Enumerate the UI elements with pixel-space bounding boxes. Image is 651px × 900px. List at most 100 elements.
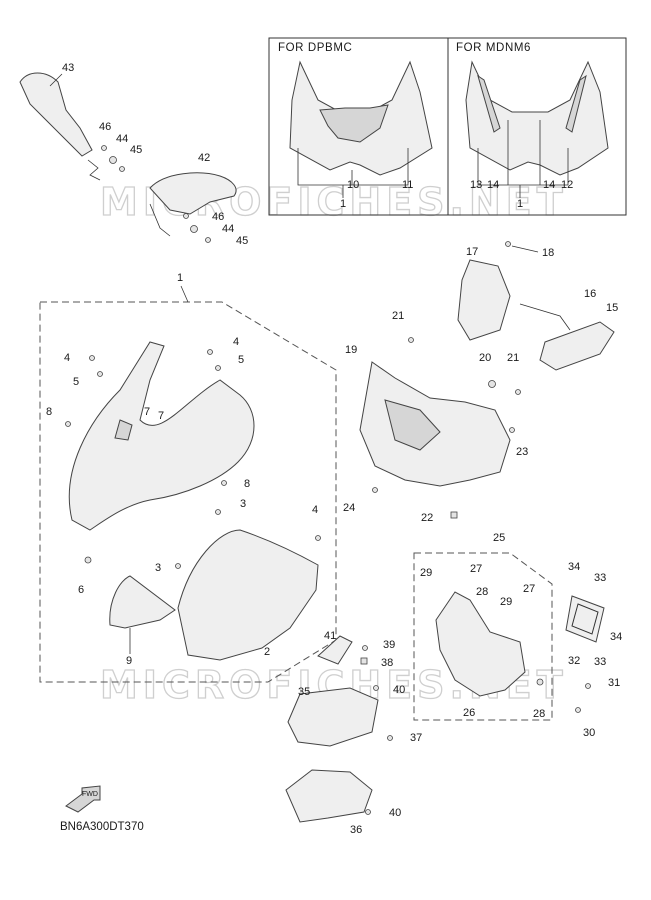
- callout-14-b: 14: [543, 179, 555, 191]
- headlight-17: [457, 259, 511, 341]
- callout-32: 32: [568, 655, 580, 667]
- variant-box-dpbmc: FOR DPBMC 10 11 1: [268, 37, 449, 216]
- callout-35: 35: [298, 686, 310, 698]
- callout-7-a: 7: [144, 406, 150, 418]
- clip-38: [360, 657, 368, 665]
- side-mirror-42: 42 46 44 45: [149, 152, 248, 247]
- callout-15: 15: [606, 302, 618, 314]
- bolt-40a: [373, 685, 379, 691]
- callout-41: 41: [324, 630, 336, 642]
- callout-4-a: 4: [64, 352, 70, 364]
- callout-16: 16: [584, 288, 596, 300]
- side-cowling-vent: [114, 419, 133, 441]
- group-25-boundary: [413, 552, 553, 721]
- callout-28-a: 28: [476, 586, 488, 598]
- bolt-8a: [65, 421, 71, 427]
- rear-view-mirror: 43 46 44 45: [19, 62, 142, 181]
- callout-46-b: 46: [212, 211, 224, 223]
- callout-1-left: 1: [340, 198, 346, 210]
- callout-20: 20: [479, 352, 491, 364]
- callout-40-b: 40: [389, 807, 401, 819]
- duct-35: [287, 687, 379, 747]
- fwd-label: FWD: [82, 791, 98, 798]
- bolt-46a: [101, 145, 107, 151]
- reflector-bracket: 34 33 34 32 33 31 30: [565, 561, 622, 739]
- callout-1-main: 1: [177, 272, 183, 284]
- variant-title-mdnm6: FOR MDNM6: [456, 42, 531, 54]
- bolt-4c: [315, 535, 321, 541]
- bracket-26: [435, 591, 526, 697]
- light-wire: [519, 303, 571, 331]
- bolt-37: [387, 735, 393, 741]
- leader-12-14: [477, 120, 569, 198]
- leader-18: [511, 245, 539, 253]
- callout-13: 13: [470, 179, 482, 191]
- grommet-5a: [97, 371, 103, 377]
- bolt-24: [372, 487, 378, 493]
- grommet-5b: [215, 365, 221, 371]
- callout-17: 17: [466, 246, 478, 258]
- inner-panel-9: [109, 575, 176, 629]
- callout-22: 22: [421, 512, 433, 524]
- callout-33-b: 33: [594, 656, 606, 668]
- clip-22: [450, 511, 458, 519]
- bolt-39: [362, 645, 368, 651]
- callout-45-a: 45: [130, 144, 142, 156]
- bolt-40b: [365, 809, 371, 815]
- bolt-21b: [515, 389, 521, 395]
- leader-43: [49, 73, 63, 87]
- callout-23: 23: [516, 446, 528, 458]
- duct-36: [285, 769, 373, 823]
- diagram-code: BN6A300DT370: [60, 821, 144, 833]
- callout-40-a: 40: [393, 684, 405, 696]
- variant-box-mdnm6: FOR MDNM6 13 14 14 12 1: [447, 37, 627, 216]
- callout-11: 11: [402, 179, 413, 191]
- callout-1-right: 1: [517, 198, 523, 210]
- callout-8-a: 8: [46, 406, 52, 418]
- leader-10-11: [297, 148, 409, 198]
- callout-18: 18: [542, 247, 554, 259]
- callout-46-a: 46: [99, 121, 111, 133]
- under-cowling-parts: 41 39 38 40 35 37 36 40: [285, 630, 422, 836]
- callout-33-a: 33: [594, 572, 606, 584]
- bracket-32: [565, 595, 605, 643]
- headlight-assembly: 17 18 15 16: [457, 241, 618, 371]
- bolt-8b: [221, 480, 227, 486]
- callout-12: 12: [561, 179, 573, 191]
- nut-20: [488, 380, 496, 388]
- callout-39: 39: [383, 639, 395, 651]
- leader-1-main: [180, 285, 189, 303]
- callout-36: 36: [350, 824, 362, 836]
- bracket-41: [317, 635, 353, 665]
- bracket-group-25: 25 26 29 27 28 29 27 28: [413, 532, 553, 721]
- washer-44a: [109, 156, 117, 164]
- bolt-4b: [207, 349, 213, 355]
- callout-21-b: 21: [507, 352, 519, 364]
- callout-10: 10: [347, 179, 359, 191]
- cowling-stripe-right: [565, 74, 587, 133]
- callout-24: 24: [343, 502, 355, 514]
- callout-26: 26: [463, 707, 475, 719]
- bolt-3a: [215, 509, 221, 515]
- position-light-15: [539, 321, 615, 371]
- callout-14-a: 14: [487, 179, 499, 191]
- cowling-group-1: 1 4 5 4 5 8 7 7 8 2 9 3 3 4 6: [39, 272, 337, 683]
- mirror-cable: [87, 159, 101, 181]
- clip-6: [84, 556, 92, 564]
- callout-29-b: 29: [500, 596, 512, 608]
- bracket-32-inner: [571, 603, 599, 635]
- callout-29-a: 29: [420, 567, 432, 579]
- fwd-arrow-icon: [65, 785, 101, 813]
- side-cowling: [68, 341, 255, 531]
- callout-45-b: 45: [236, 235, 248, 247]
- bolt-3b: [175, 563, 181, 569]
- callout-8-b: 8: [244, 478, 250, 490]
- callout-34-b: 34: [610, 631, 622, 643]
- callout-44-a: 44: [116, 133, 128, 145]
- callout-27-a: 27: [470, 563, 482, 575]
- callout-25: 25: [493, 532, 505, 544]
- bolt-23: [509, 427, 515, 433]
- callout-3-a: 3: [240, 498, 246, 510]
